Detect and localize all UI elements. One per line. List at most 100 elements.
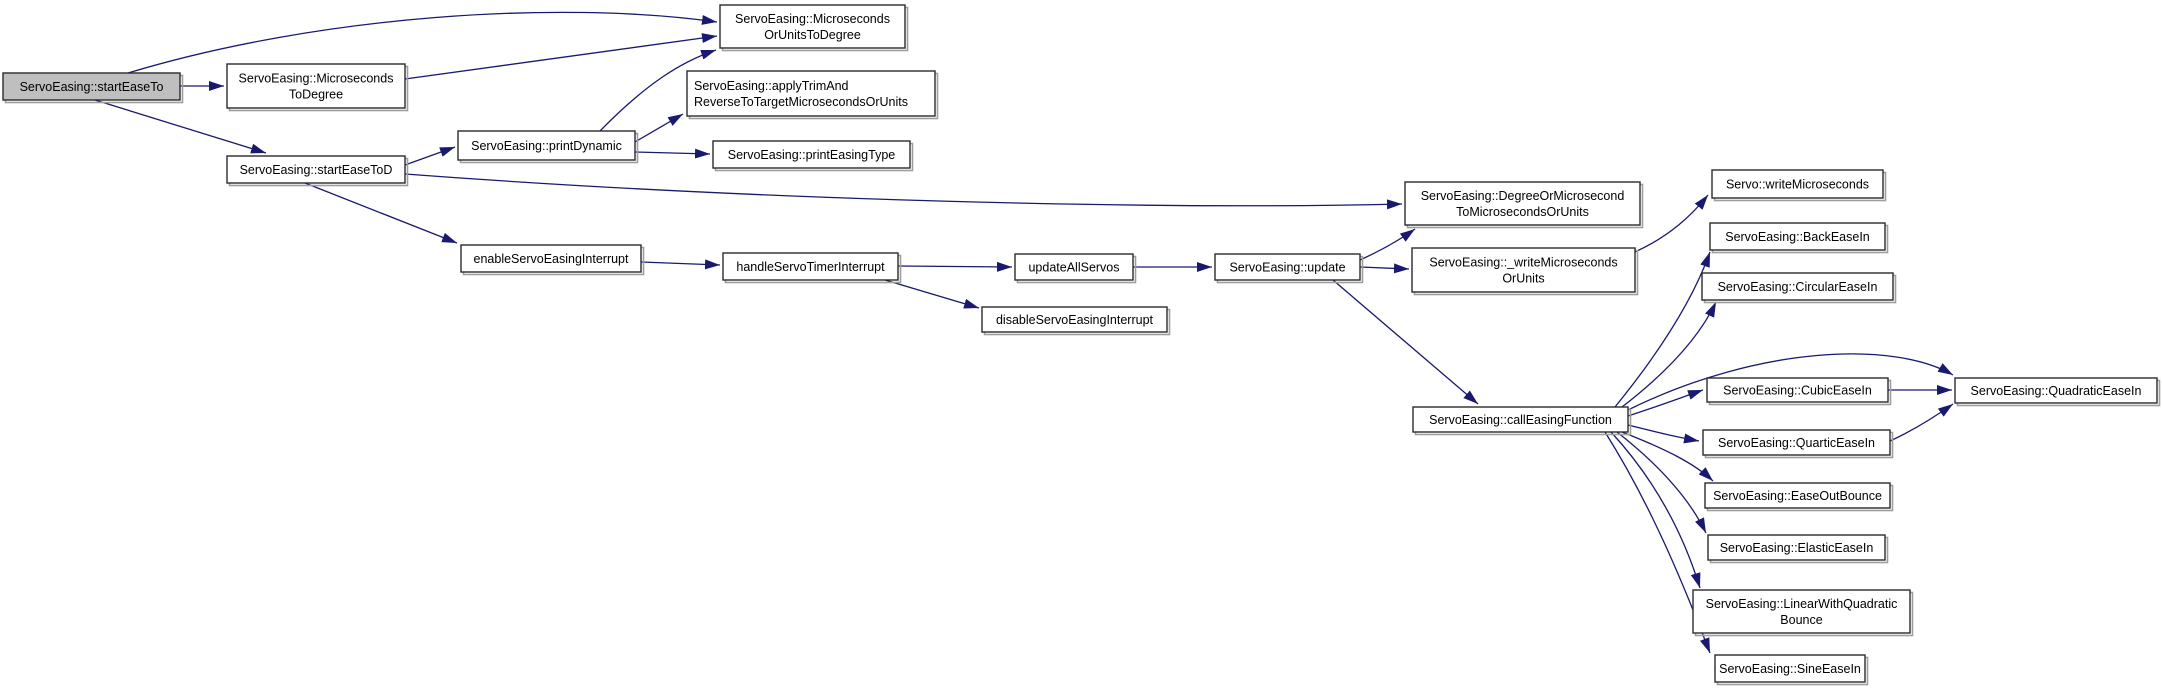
node-box[interactable] [686,70,936,117]
node-label-line: handleServoTimerInterrupt [736,260,885,274]
edge-handle-servo-timer-interrupt-to-disable-servo-easing-interrupt [884,279,980,309]
node-quartic-ease-in[interactable]: ServoEasing::QuarticEaseIn [1702,429,1894,459]
node-box[interactable] [1714,654,1866,683]
node-label-line: enableServoEasingInterrupt [474,252,629,266]
node-box[interactable] [719,4,906,49]
node-label-line: ServoEasing::Microseconds [735,12,890,26]
edge-servo-easing-update-to-degree-or-microsecond-to-microseconds-or-units [1359,228,1416,261]
node-label-line: OrUnits [1502,272,1544,286]
node-degree-or-microsecond-to-microseconds-or-units[interactable]: ServoEasing::DegreeOrMicrosecondToMicros… [1404,181,1644,229]
node-elastic-ease-in[interactable]: ServoEasing::ElasticEaseIn [1707,534,1889,564]
edge-start-ease-to-d-to-degree-or-microsecond-to-microseconds-or-units [404,173,1403,210]
node-box[interactable] [1954,377,2158,404]
edge-quartic-ease-in-to-quadratic-ease-in [1889,403,1954,442]
node-apply-trim-and-reverse[interactable]: ServoEasing::applyTrimAndReverseToTarget… [686,70,939,120]
node-label-line: ServoEasing::callEasingFunction [1429,413,1612,427]
node-box[interactable] [1701,272,1894,301]
node-sine-ease-in[interactable]: ServoEasing::SineEaseIn [1714,654,1869,686]
edge-servo-easing-update-to-call-easing-function [1332,279,1479,405]
node-label-line: ServoEasing::startEaseToD [240,163,393,177]
node-label-line: ServoEasing::DegreeOrMicrosecond [1421,189,1625,203]
edge-call-easing-function-to-elastic-ease-in [1616,431,1707,534]
node-label-line: ServoEasing::printDynamic [471,139,622,153]
edges-layer [94,11,1954,654]
edge-print-dynamic-to-microseconds-or-units-to-degree [599,49,717,132]
node-box[interactable] [1706,377,1889,403]
node-quadratic-ease-in[interactable]: ServoEasing::QuadraticEaseIn [1954,377,2161,407]
node-box[interactable] [1214,253,1361,281]
node-back-ease-in[interactable]: ServoEasing::BackEaseIn [1709,222,1889,254]
node-handle-servo-timer-interrupt[interactable]: handleServoTimerInterrupt [722,252,902,284]
node-box[interactable] [457,130,636,161]
node-label-line: ServoEasing::BackEaseIn [1725,230,1870,244]
node-box[interactable] [1704,482,1891,509]
node-start-ease-to-d[interactable]: ServoEasing::startEaseToD [226,155,409,187]
node-box[interactable] [1412,406,1629,433]
node-label-line: ServoEasing::update [1229,261,1345,275]
node-print-dynamic[interactable]: ServoEasing::printDynamic [457,130,639,164]
edge-start-ease-to-d-to-enable-servo-easing-interrupt [304,182,458,244]
node-box[interactable] [1711,169,1884,199]
edge-start-ease-to-d-to-print-dynamic [404,146,456,166]
edge-enable-servo-easing-interrupt-to-handle-servo-timer-interrupt [640,259,721,270]
node-update-all-servos[interactable]: updateAllServos [1014,253,1137,284]
node-box[interactable] [2,72,181,101]
node-box[interactable] [1709,222,1886,251]
node-servo-easing-update[interactable]: ServoEasing::update [1214,253,1364,284]
edge-handle-servo-timer-interrupt-to-update-all-servos [897,261,1013,272]
node-label-line: ServoEasing::QuarticEaseIn [1718,436,1875,450]
node-box[interactable] [226,63,406,109]
node-servo-write-microseconds[interactable]: Servo::writeMicroseconds [1711,169,1887,202]
node-label-line: Servo::writeMicroseconds [1726,178,1869,192]
node-label-line: OrUnitsToDegree [764,28,861,42]
node-disable-servo-easing-interrupt[interactable]: disableServoEasingInterrupt [981,306,1171,336]
node-start-ease-to[interactable]: ServoEasing::startEaseTo [2,72,184,104]
node-ease-out-bounce[interactable]: ServoEasing::EaseOutBounce [1704,482,1894,512]
node-label-line: ServoEasing::LinearWithQuadratic [1706,597,1898,611]
edge-call-easing-function-to-back-ease-in [1614,251,1711,408]
node-box[interactable] [981,306,1168,333]
node-box[interactable] [1411,247,1636,293]
node-label-line: ServoEasing::printEasingType [728,148,896,162]
node-circular-ease-in[interactable]: ServoEasing::CircularEaseIn [1701,272,1897,304]
node-label-line: Bounce [1780,613,1822,627]
edge-print-dynamic-to-apply-trim-and-reverse [634,113,684,143]
node-box[interactable] [1014,253,1134,281]
edge-call-easing-function-to-linear-with-quadratic-bounce [1610,431,1701,589]
node-label-line: ServoEasing::applyTrimAnd [694,79,849,93]
edge-call-easing-function-to-cubic-ease-in [1627,389,1704,417]
node-print-easing-type[interactable]: ServoEasing::printEasingType [712,140,914,172]
node-box[interactable] [460,244,642,273]
node-box[interactable] [1702,429,1891,456]
node-label-line: ServoEasing::CircularEaseIn [1718,280,1878,294]
node-box[interactable] [722,252,899,281]
node-call-easing-function[interactable]: ServoEasing::callEasingFunction [1412,406,1632,436]
edge-call-easing-function-to-circular-ease-in [1621,301,1717,408]
edge-start-ease-to-to-start-ease-to-d [94,99,267,154]
node-label-line: ToDegree [289,88,343,102]
node-cubic-ease-in[interactable]: ServoEasing::CubicEaseIn [1706,377,1892,406]
node-label-line: updateAllServos [1028,261,1119,275]
node-box[interactable] [1404,181,1641,226]
node-label-line: ServoEasing::_writeMicroseconds [1429,256,1617,270]
node-label-line: disableServoEasingInterrupt [996,313,1154,327]
node-enable-servo-easing-interrupt[interactable]: enableServoEasingInterrupt [460,244,645,276]
node-box[interactable] [226,155,406,184]
edge-print-dynamic-to-print-easing-type [634,148,711,159]
edge-servo-easing-update-to-write-microseconds-or-units [1359,263,1410,274]
node-box[interactable] [1707,534,1886,561]
edge-microseconds-to-degree-to-microseconds-or-units-to-degree [404,33,718,80]
edge-start-ease-to-to-microseconds-or-units-to-degree [127,11,718,74]
node-box[interactable] [712,140,911,169]
node-label-line: ServoEasing::ElasticEaseIn [1720,541,1874,555]
edge-call-easing-function-to-quartic-ease-in [1627,424,1700,444]
node-box[interactable] [1692,589,1911,634]
node-label-line: ServoEasing::SineEaseIn [1719,662,1861,676]
nodes-layer: ServoEasing::startEaseTo ServoEasing::Mic… [2,4,2161,686]
